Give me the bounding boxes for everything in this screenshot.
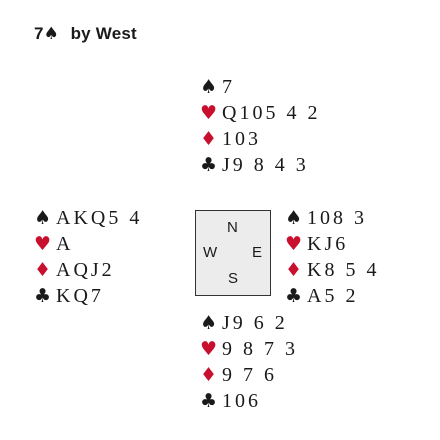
compass-east: E (252, 244, 263, 261)
east-clubs: ♣A5 2 (285, 283, 379, 309)
north-spades: ♠7 (200, 74, 320, 100)
north-diamonds-cards: 103 (222, 128, 261, 150)
west-hearts: ♥A (34, 231, 142, 257)
diamond-icon: ♦ (200, 364, 218, 386)
spade-icon: ♠ (285, 207, 303, 229)
north-clubs-cards: J9 8 4 3 (222, 154, 309, 176)
diamond-icon: ♦ (285, 259, 303, 281)
west-diamonds: ♦AQJ2 (34, 257, 142, 283)
east-hearts-cards: KJ6 (307, 233, 349, 255)
south-spades-cards: J9 6 2 (222, 312, 288, 334)
west-hearts-cards: A (56, 233, 74, 255)
west-diamonds-cards: AQJ2 (56, 259, 115, 281)
east-spades-cards: 108 3 (307, 207, 367, 229)
diamond-icon: ♦ (34, 259, 52, 281)
club-icon: ♣ (34, 285, 52, 307)
club-icon: ♣ (285, 285, 303, 307)
compass-north: N (227, 219, 238, 236)
compass-south: S (228, 270, 239, 287)
east-diamonds-cards: K8 5 4 (307, 259, 380, 281)
north-clubs: ♣J9 8 4 3 (200, 152, 320, 178)
east-hearts: ♥KJ6 (285, 231, 379, 257)
declarer-label: by West (70, 24, 137, 43)
heart-icon: ♥ (285, 233, 303, 255)
south-clubs-cards: 106 (222, 390, 261, 412)
south-diamonds: ♦9 7 6 (200, 362, 298, 388)
west-spades-cards: AKQ5 4 (56, 207, 143, 229)
compass-west: W (203, 244, 218, 261)
north-hand: ♠7 ♥Q105 4 2 ♦103 ♣J9 8 4 3 (200, 74, 320, 178)
west-hand: ♠AKQ5 4 ♥A ♦AQJ2 ♣KQ7 (34, 205, 142, 309)
spade-icon: ♠ (200, 76, 218, 98)
south-hearts-cards: 9 8 7 3 (222, 338, 298, 360)
north-hearts: ♥Q105 4 2 (200, 100, 320, 126)
south-hand: ♠J9 6 2 ♥9 8 7 3 ♦9 7 6 ♣106 (200, 310, 298, 414)
south-spades: ♠J9 6 2 (200, 310, 298, 336)
south-diamonds-cards: 9 7 6 (222, 364, 277, 386)
contract-title: 7♠ by West (34, 24, 137, 44)
heart-icon: ♥ (200, 338, 218, 360)
west-spades: ♠AKQ5 4 (34, 205, 142, 231)
east-diamonds: ♦K8 5 4 (285, 257, 379, 283)
east-spades: ♠108 3 (285, 205, 379, 231)
heart-icon: ♥ (34, 233, 52, 255)
spade-icon: ♠ (200, 312, 218, 334)
north-hearts-cards: Q105 4 2 (222, 102, 321, 124)
east-clubs-cards: A5 2 (307, 285, 359, 307)
compass-box: N W E S (195, 210, 271, 296)
east-hand: ♠108 3 ♥KJ6 ♦K8 5 4 ♣A5 2 (285, 205, 379, 309)
diamond-icon: ♦ (200, 128, 218, 150)
north-spades-cards: 7 (222, 76, 235, 98)
spade-icon: ♠ (34, 207, 52, 229)
north-diamonds: ♦103 (200, 126, 320, 152)
club-icon: ♣ (200, 390, 218, 412)
west-clubs-cards: KQ7 (56, 285, 104, 307)
west-clubs: ♣KQ7 (34, 283, 142, 309)
south-clubs: ♣106 (200, 388, 298, 414)
contract-level: 7 (34, 24, 44, 43)
heart-icon: ♥ (200, 102, 218, 124)
spade-icon: ♠ (43, 24, 59, 44)
club-icon: ♣ (200, 154, 218, 176)
south-hearts: ♥9 8 7 3 (200, 336, 298, 362)
